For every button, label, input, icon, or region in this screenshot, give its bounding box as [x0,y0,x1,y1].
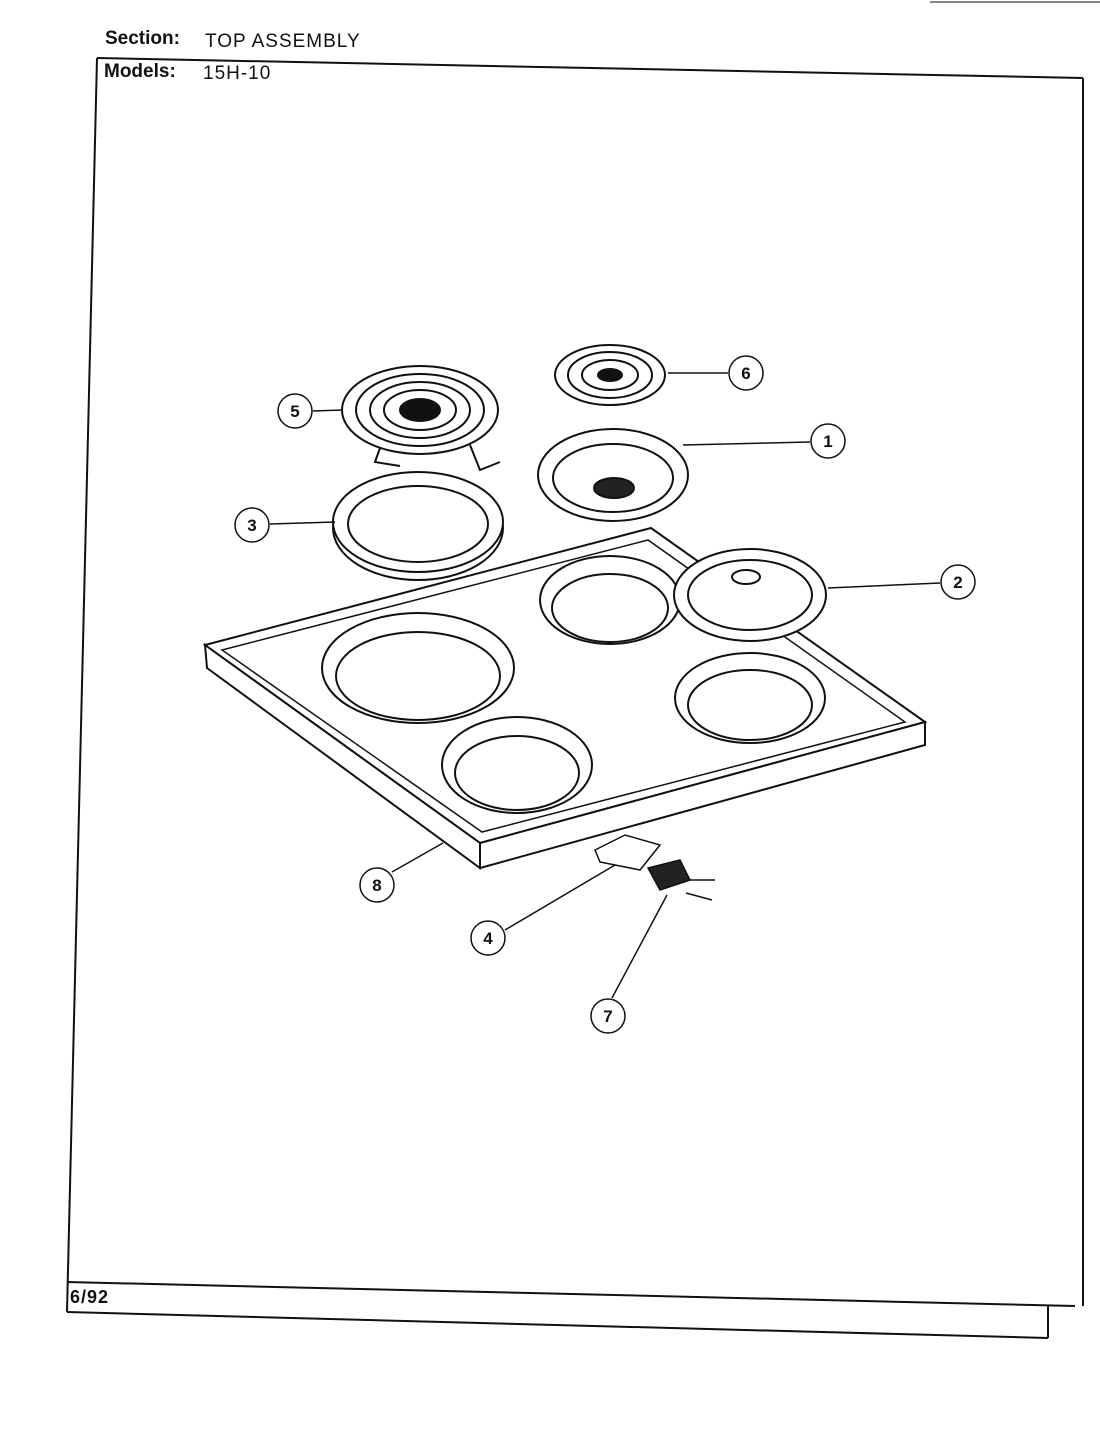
callout-8: 8 [359,867,395,903]
callout-4: 4 [470,920,506,956]
callout-7: 7 [590,998,626,1034]
page-frame [66,1,1100,1339]
svg-text:2: 2 [953,573,962,592]
svg-text:4: 4 [483,929,493,948]
footer-date: 6/92 [70,1287,110,1307]
svg-text:7: 7 [603,1007,612,1026]
receptacle-block-7 [646,859,715,901]
trim-ring-2 [673,548,827,642]
callout-6: 6 [728,355,764,391]
models-value: 15H-10 [203,63,272,84]
callout-2: 2 [940,564,976,600]
svg-text:1: 1 [823,432,832,451]
section-value: TOP ASSEMBLY [205,31,361,52]
callout-1: 1 [810,423,846,459]
receptacle-bracket-4 [594,834,662,871]
svg-text:3: 3 [247,516,256,535]
drip-bowl-small-1 [537,428,689,522]
section-label: Section: [105,28,180,49]
surface-element-small-6 [554,344,666,406]
svg-text:5: 5 [290,402,299,421]
surface-element-large-5 [341,365,501,472]
burner-openings [321,555,826,814]
svg-text:6: 6 [741,364,750,383]
leader-lines [269,372,941,999]
drip-bowl-large-3 [332,471,504,581]
callout-5: 5 [277,393,313,429]
models-label: Models: [104,61,176,82]
svg-text:8: 8 [372,876,381,895]
callout-3: 3 [234,507,270,543]
